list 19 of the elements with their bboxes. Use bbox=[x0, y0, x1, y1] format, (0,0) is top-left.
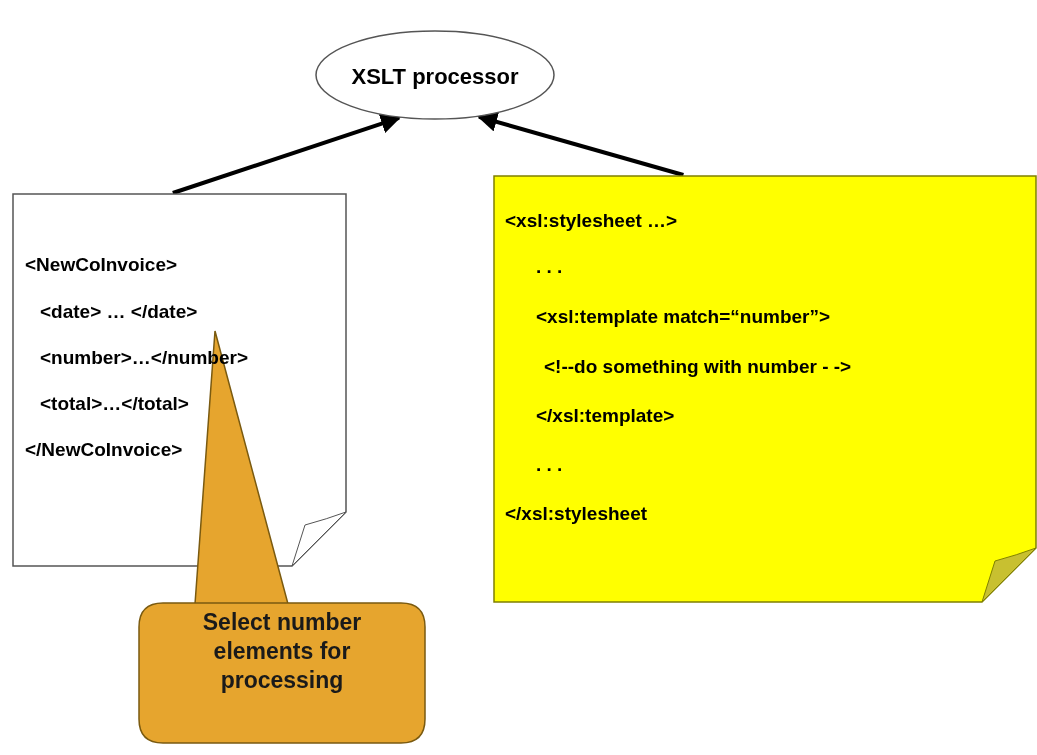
code-line: . . . bbox=[536, 453, 563, 477]
callout-bubble bbox=[137, 602, 427, 745]
code-line: <xsl:stylesheet …> bbox=[505, 209, 678, 233]
process-ellipse bbox=[315, 30, 555, 120]
code-line: <!--do something with number - -> bbox=[544, 355, 852, 379]
arrow bbox=[172, 114, 401, 195]
code-line: . . . bbox=[536, 255, 563, 279]
sticky-note bbox=[493, 175, 1037, 603]
node-label: XSLT processor bbox=[350, 63, 520, 91]
code-line: <NewCoInvoice> bbox=[25, 253, 178, 277]
document-page bbox=[12, 193, 347, 567]
code-line: </NewCoInvoice> bbox=[25, 438, 183, 462]
arrow bbox=[477, 112, 684, 177]
code-line: <date> … </date> bbox=[40, 300, 198, 324]
code-line: <xsl:template match=“number”> bbox=[536, 305, 831, 329]
code-line: </xsl:template> bbox=[536, 404, 675, 428]
code-line: </xsl:stylesheet bbox=[505, 502, 648, 526]
code-line: <total>…</total> bbox=[40, 392, 189, 416]
callout-text: Select number elements for processing bbox=[201, 608, 363, 695]
